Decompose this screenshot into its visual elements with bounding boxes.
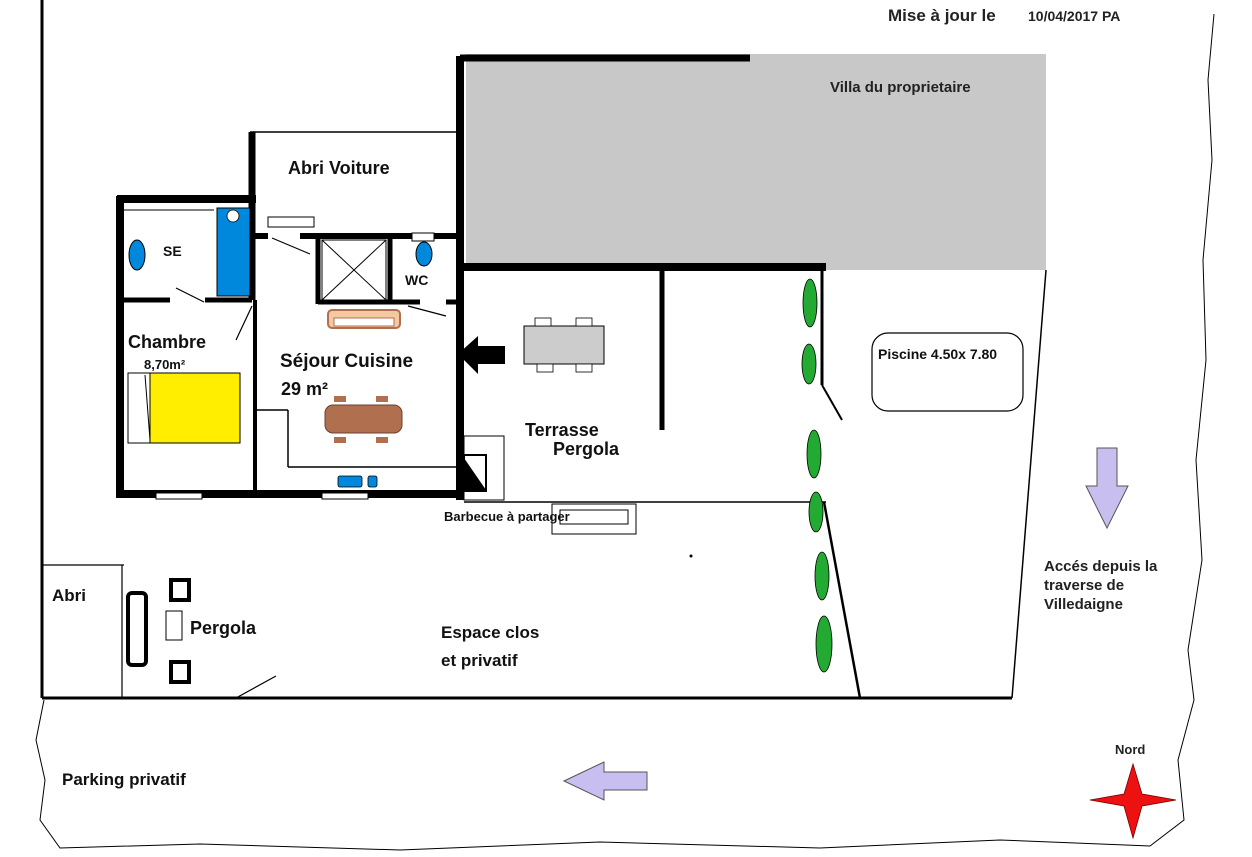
terrace-label: Terrasse (525, 420, 599, 440)
access-line3: Villedaigne (1044, 596, 1123, 613)
cupboard (321, 239, 387, 301)
bedroom: Chambre 8,70m² (127, 332, 241, 444)
barbecue-label: Barbecue à partager (444, 509, 570, 524)
updated-label: Mise à jour le (888, 6, 996, 25)
shelter-label: Abri (52, 586, 86, 605)
living-area: 29 m² (281, 379, 328, 399)
enclosed-label-line1: Espace clos (441, 623, 539, 642)
carport-label: Abri Voiture (288, 158, 390, 178)
access-line2: traverse de (1044, 577, 1124, 594)
villa-label: Villa du proprietaire (830, 79, 971, 96)
living-kitchen: Séjour Cuisine 29 m² (280, 309, 413, 488)
parking-arrow-icon (562, 761, 648, 801)
entrance-arrow-icon (458, 336, 505, 374)
garden-shelter: Abri Pergola (42, 564, 277, 699)
carport: Abri Voiture (248, 131, 460, 200)
bathroom: SE (124, 207, 251, 297)
bedroom-area: 8,70m² (144, 357, 186, 372)
enclosed-label-line2: et privatif (441, 651, 518, 670)
villa-block: Villa du proprietaire (456, 54, 1047, 699)
terrace-pergola-label: Pergola (553, 439, 620, 459)
enclosed-space: Espace clos et privatif (441, 554, 693, 670)
north-indicator: Nord (1089, 742, 1177, 840)
hedge (801, 278, 833, 673)
garden-pergola-label: Pergola (190, 618, 257, 638)
terrace: Terrasse Pergola (464, 268, 862, 699)
access-line1: Accés depuis la (1044, 558, 1158, 575)
site-boundary (35, 0, 1215, 851)
access-arrow-icon (1085, 447, 1129, 530)
barbecue: Barbecue à partager (444, 435, 637, 535)
apartment-walls (116, 195, 464, 500)
pool-label: Piscine 4.50x 7.80 (878, 346, 997, 362)
update-note: Mise à jour le 10/04/2017 PA (888, 6, 1120, 25)
wc-label: WC (405, 272, 428, 288)
parking: Parking privatif (62, 770, 186, 789)
bathroom-label: SE (163, 243, 182, 259)
updated-date: 10/04/2017 PA (1028, 8, 1120, 24)
pool: Piscine 4.50x 7.80 (871, 332, 1024, 412)
bedroom-label: Chambre (128, 332, 206, 352)
wc: WC (405, 232, 435, 288)
living-label: Séjour Cuisine (280, 351, 413, 372)
north-star-icon (1089, 762, 1177, 840)
access-note: Accés depuis la traverse de Villedaigne (1044, 558, 1158, 613)
parking-label: Parking privatif (62, 770, 186, 789)
north-label: Nord (1115, 742, 1145, 757)
